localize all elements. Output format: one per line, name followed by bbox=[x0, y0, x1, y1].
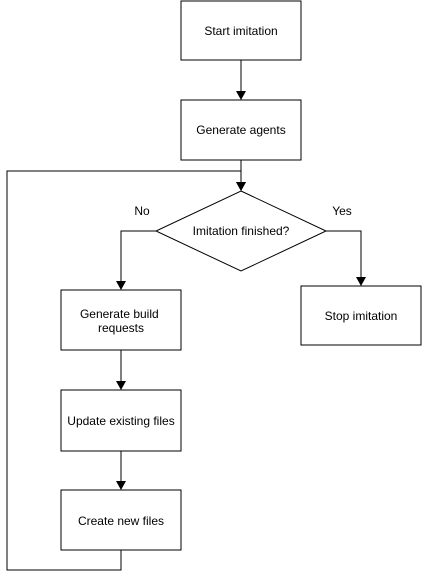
node-update-files: Update existing files bbox=[60, 389, 182, 452]
node-decision-diamond bbox=[154, 190, 328, 272]
edge-loop-back-to-decision bbox=[6, 170, 246, 571]
edge-label-yes: Yes bbox=[332, 204, 352, 218]
node-start-box bbox=[180, 0, 302, 61]
node-stop-box bbox=[300, 285, 422, 346]
node-build-requests-box bbox=[60, 289, 182, 351]
node-build-requests-label-line2: requests bbox=[98, 321, 144, 335]
node-decision-label: Imitation finished? bbox=[193, 224, 290, 238]
node-stop: Stop imitation bbox=[300, 285, 422, 346]
node-create-files-label: Create new files bbox=[78, 514, 164, 528]
node-stop-label: Stop imitation bbox=[325, 309, 398, 323]
edges bbox=[6, 60, 366, 571]
edge-decision-no-to-build-requests bbox=[116, 230, 156, 290]
node-create-files-box bbox=[60, 489, 182, 551]
node-start-label: Start imitation bbox=[204, 24, 277, 38]
node-build-requests: Generate build requests bbox=[60, 289, 182, 351]
node-build-requests-label-line1: Generate build bbox=[80, 307, 159, 321]
node-update-files-label: Update existing files bbox=[67, 414, 174, 428]
node-generate-agents-box bbox=[180, 99, 302, 161]
node-start: Start imitation bbox=[180, 0, 302, 61]
node-decision: Imitation finished? bbox=[154, 190, 328, 272]
node-build-requests-label: Generate build requests bbox=[80, 307, 162, 335]
node-generate-agents: Generate agents bbox=[180, 99, 302, 161]
node-generate-agents-label: Generate agents bbox=[196, 123, 285, 137]
node-update-files-box bbox=[60, 389, 182, 452]
edge-decision-yes-to-stop bbox=[326, 230, 366, 286]
node-create-files: Create new files bbox=[60, 489, 182, 551]
edge-label-no: No bbox=[134, 204, 150, 218]
